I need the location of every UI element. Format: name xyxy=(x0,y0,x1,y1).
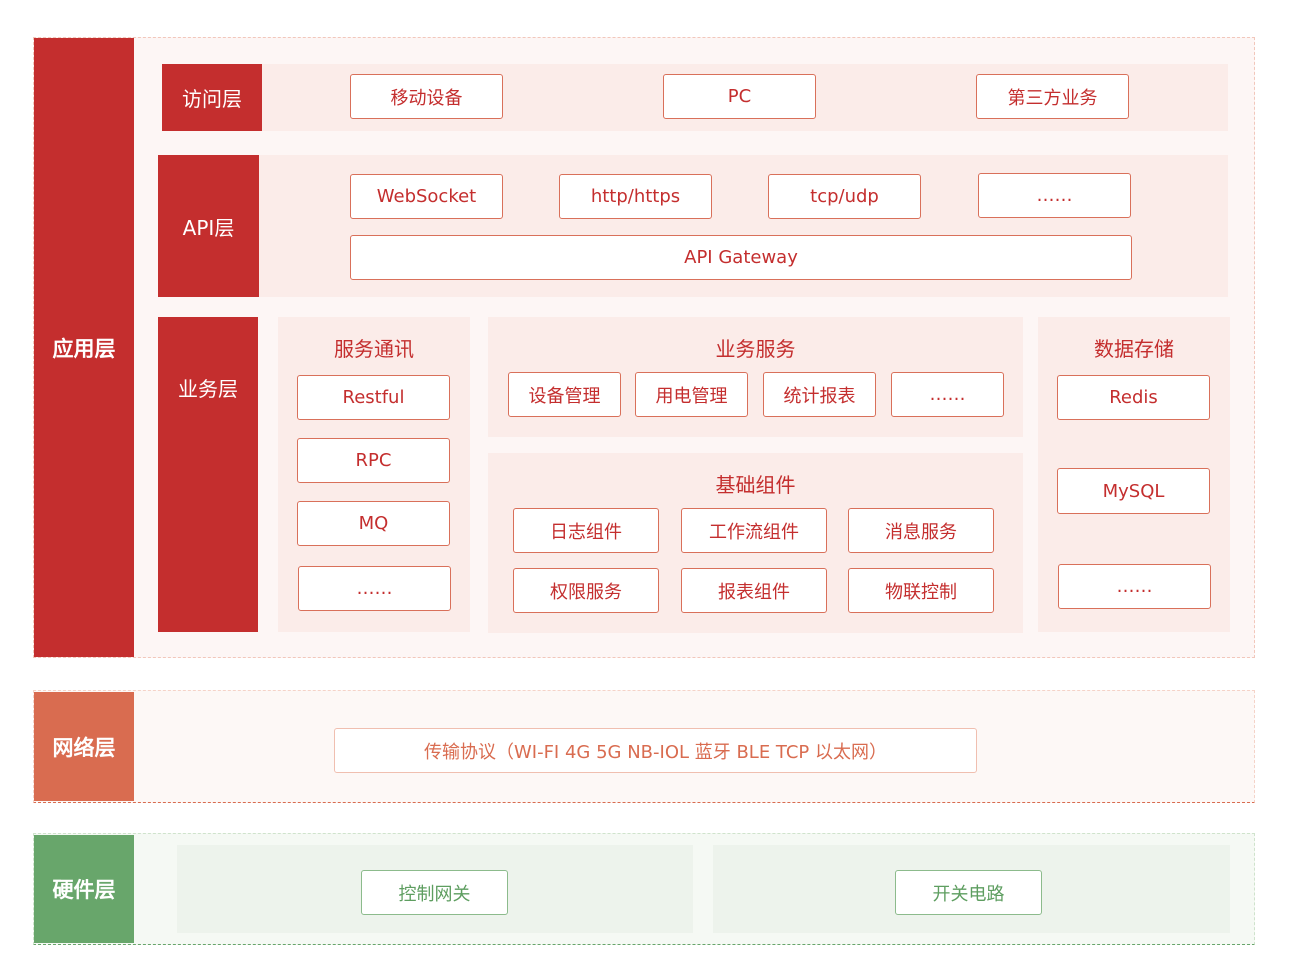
app-layer-label: 应用层 xyxy=(34,38,134,657)
comm-title: 服务通讯 xyxy=(334,336,414,361)
access-layer-label: 访问层 xyxy=(162,64,262,131)
api-item-tcp-udp[interactable]: tcp/udp xyxy=(768,174,921,219)
access-item-mobile[interactable]: 移动设备 xyxy=(350,74,503,119)
api-layer-label: API层 xyxy=(158,155,259,297)
component-log[interactable]: 日志组件 xyxy=(513,508,659,553)
api-gateway[interactable]: API Gateway xyxy=(350,235,1132,280)
service-power-mgmt[interactable]: 用电管理 xyxy=(635,372,748,417)
component-message[interactable]: 消息服务 xyxy=(848,508,994,553)
service-more[interactable]: …… xyxy=(891,372,1004,417)
storage-title: 数据存储 xyxy=(1094,336,1174,361)
component-report[interactable]: 报表组件 xyxy=(681,568,827,613)
hardware-control-gateway[interactable]: 控制网关 xyxy=(361,870,508,915)
comm-item-rpc[interactable]: RPC xyxy=(297,438,450,483)
network-layer-label: 网络层 xyxy=(34,692,134,801)
storage-redis[interactable]: Redis xyxy=(1057,375,1210,420)
hardware-layer-label: 硬件层 xyxy=(34,835,134,943)
api-item-http[interactable]: http/https xyxy=(559,174,712,219)
storage-mysql[interactable]: MySQL xyxy=(1057,468,1210,514)
api-item-websocket[interactable]: WebSocket xyxy=(350,174,503,219)
access-item-third-party[interactable]: 第三方业务 xyxy=(976,74,1129,119)
services-title: 业务服务 xyxy=(715,336,796,361)
comm-item-more[interactable]: …… xyxy=(298,566,451,611)
network-protocol-box[interactable]: 传输协议（WI-FI 4G 5G NB-IOL 蓝牙 BLE TCP 以太网） xyxy=(334,728,977,773)
comm-item-restful[interactable]: Restful xyxy=(297,375,450,420)
service-reports[interactable]: 统计报表 xyxy=(763,372,876,417)
hardware-switch-circuit[interactable]: 开关电路 xyxy=(895,870,1042,915)
access-item-pc[interactable]: PC xyxy=(663,74,816,119)
api-item-more[interactable]: …… xyxy=(978,173,1131,218)
component-permission[interactable]: 权限服务 xyxy=(513,568,659,613)
component-iot-control[interactable]: 物联控制 xyxy=(848,568,994,613)
component-workflow[interactable]: 工作流组件 xyxy=(681,508,827,553)
business-layer-label: 业务层 xyxy=(158,317,258,632)
components-title: 基础组件 xyxy=(715,472,796,497)
storage-more[interactable]: …… xyxy=(1058,564,1211,609)
comm-item-mq[interactable]: MQ xyxy=(297,501,450,546)
service-device-mgmt[interactable]: 设备管理 xyxy=(508,372,621,417)
